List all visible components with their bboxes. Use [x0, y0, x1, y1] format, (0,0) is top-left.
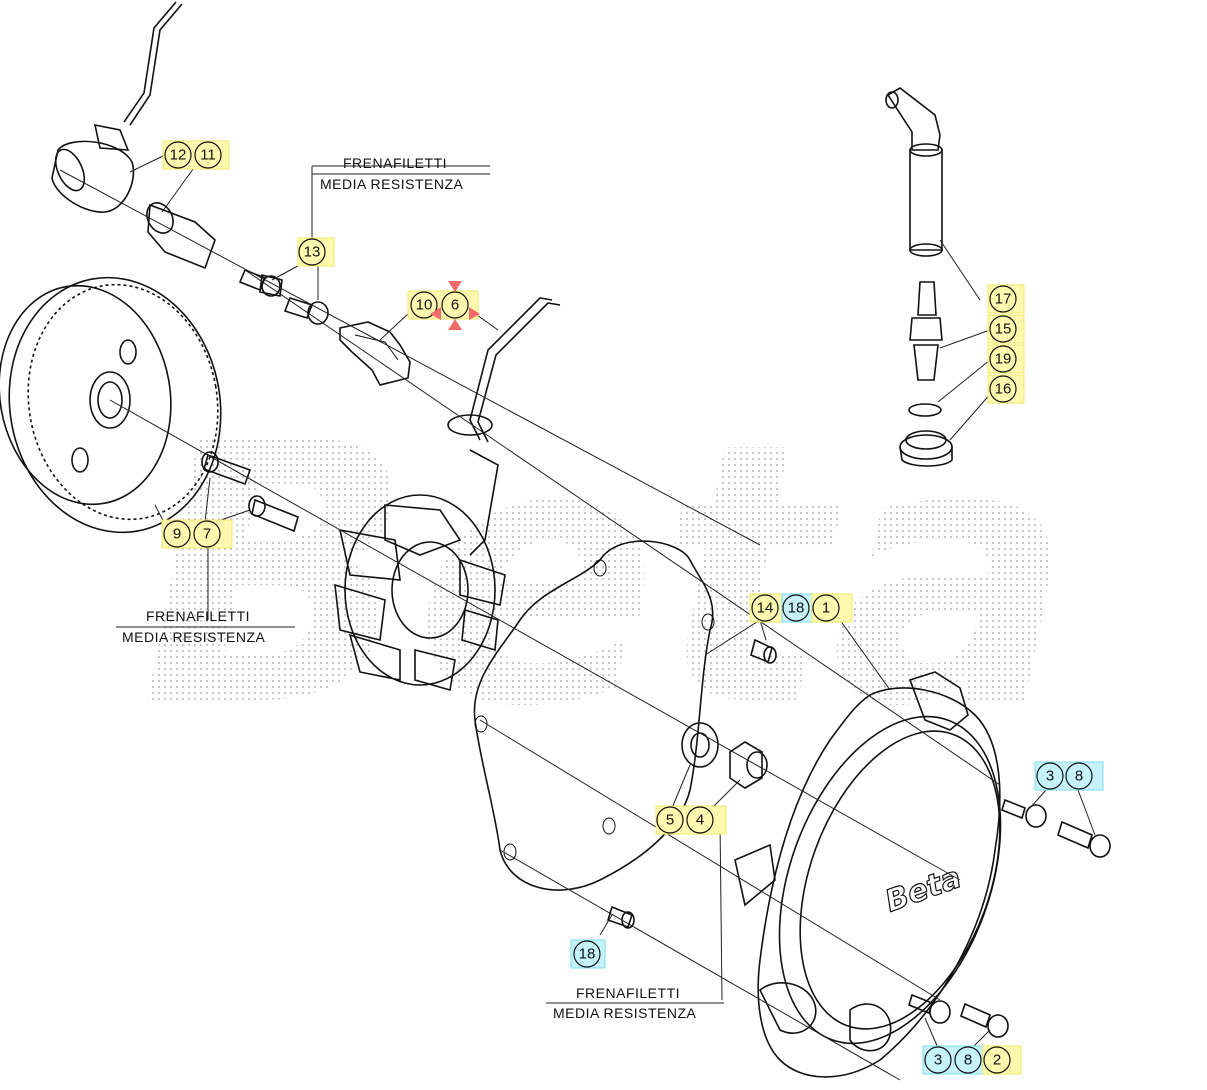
callout-4[interactable]: 4 — [686, 806, 714, 834]
callout-16[interactable]: 16 — [989, 375, 1017, 403]
svg-text:10: 10 — [416, 297, 433, 314]
svg-text:6: 6 — [451, 297, 459, 314]
svg-text:11: 11 — [200, 147, 216, 164]
pickup-sensor — [51, 1, 216, 270]
svg-text:3: 3 — [1046, 768, 1054, 785]
svg-text:4: 4 — [696, 812, 704, 829]
watermark: Beta — [140, 366, 1074, 785]
stator — [334, 297, 561, 692]
svg-text:2: 2 — [993, 1052, 1001, 1069]
svg-text:MEDIA RESISTENZA: MEDIA RESISTENZA — [122, 629, 266, 645]
callout-9[interactable]: 9 — [163, 520, 191, 548]
svg-text:18: 18 — [579, 946, 596, 963]
note-bottom: FRENAFILETTI MEDIA RESISTENZA — [546, 985, 724, 1021]
svg-text:FRENAFILETTI: FRENAFILETTI — [343, 155, 447, 171]
callout-2[interactable]: 2 — [983, 1046, 1011, 1074]
svg-text:5: 5 — [666, 812, 674, 829]
callout-17[interactable]: 17 — [989, 285, 1017, 313]
cable-clip — [339, 321, 411, 386]
svg-text:16: 16 — [995, 381, 1012, 398]
svg-text:15: 15 — [995, 321, 1012, 338]
cover-screws — [908, 798, 1111, 1038]
callout-12[interactable]: 12 — [164, 141, 192, 169]
svg-text:8: 8 — [1075, 768, 1083, 785]
flywheel-screws — [201, 451, 299, 533]
svg-text:14: 14 — [757, 600, 774, 617]
callout-18-upper[interactable]: 18 — [782, 594, 810, 622]
svg-text:MEDIA RESISTENZA: MEDIA RESISTENZA — [320, 176, 464, 192]
svg-text:Beta: Beta — [140, 366, 1074, 785]
callout-7[interactable]: 7 — [193, 520, 221, 548]
svg-text:9: 9 — [173, 526, 181, 543]
svg-text:19: 19 — [995, 351, 1012, 368]
svg-text:13: 13 — [304, 244, 321, 261]
callout-19[interactable]: 19 — [989, 345, 1017, 373]
svg-text:FRENAFILETTI: FRENAFILETTI — [146, 608, 250, 624]
svg-text:MEDIA RESISTENZA: MEDIA RESISTENZA — [553, 1005, 697, 1021]
flywheel — [0, 276, 222, 534]
note-top: FRENAFILETTI MEDIA RESISTENZA — [312, 155, 490, 192]
callout-1[interactable]: 1 — [812, 594, 840, 622]
callout-8-right[interactable]: 8 — [1065, 762, 1093, 790]
svg-text:8: 8 — [964, 1052, 972, 1069]
callout-5[interactable]: 5 — [656, 806, 684, 834]
svg-text:7: 7 — [203, 526, 211, 543]
callout-3-right[interactable]: 3 — [1036, 762, 1064, 790]
selection-marker-arrows — [430, 281, 480, 330]
svg-text:18: 18 — [788, 600, 805, 617]
svg-text:3: 3 — [934, 1052, 942, 1069]
gasket — [473, 540, 715, 891]
svg-text:1: 1 — [822, 600, 830, 617]
callout-14[interactable]: 14 — [751, 594, 779, 622]
svg-text:12: 12 — [170, 147, 187, 164]
callout-8-bottom[interactable]: 8 — [954, 1046, 982, 1074]
callout-15[interactable]: 15 — [989, 315, 1017, 343]
note-left: FRENAFILETTI MEDIA RESISTENZA — [116, 608, 295, 645]
svg-text:FRENAFILETTI: FRENAFILETTI — [576, 985, 680, 1001]
washer-nut — [681, 722, 768, 789]
callout-11[interactable]: 11 — [194, 141, 222, 169]
svg-text:Beta: Beta — [881, 860, 966, 920]
svg-text:17: 17 — [995, 291, 1012, 308]
callout-3-bottom[interactable]: 3 — [924, 1046, 952, 1074]
spark-plug-assembly — [885, 87, 953, 467]
callout-10[interactable]: 10 — [410, 291, 438, 319]
callout-13[interactable]: 13 — [298, 238, 326, 266]
callout-18-lower[interactable]: 18 — [573, 940, 601, 968]
